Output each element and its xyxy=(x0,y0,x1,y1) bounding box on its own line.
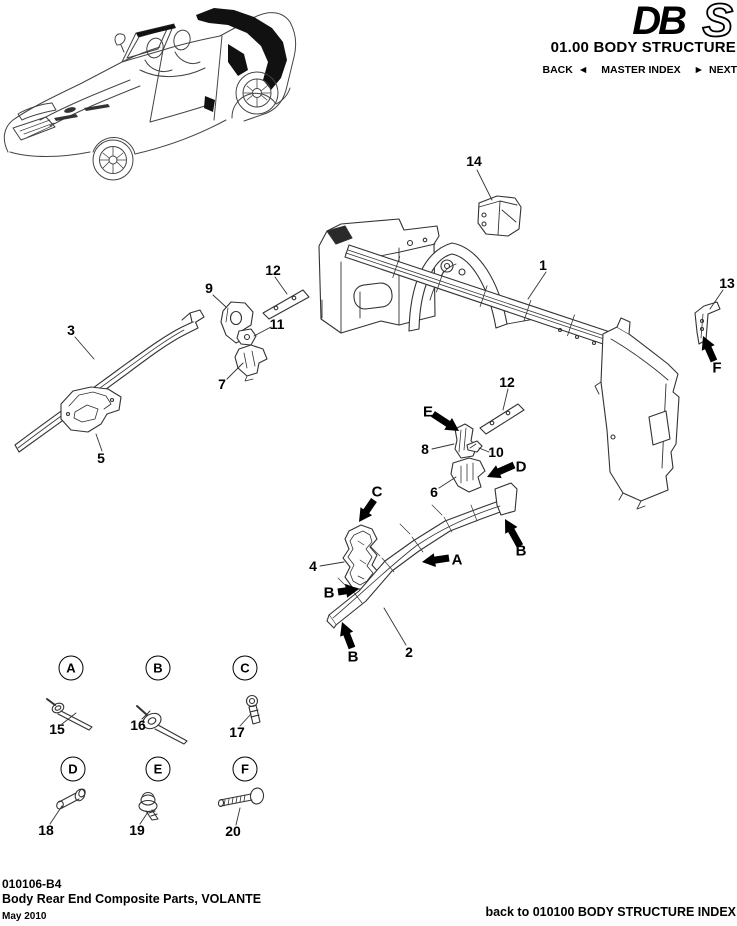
arrow-label-A: A xyxy=(451,551,463,569)
callout-12-center: 12 xyxy=(499,374,515,390)
back-label: BACK xyxy=(542,64,573,76)
arrow-label-B-right: B xyxy=(515,542,527,560)
part-12-strip-center xyxy=(479,403,525,435)
rivet-b-icon xyxy=(136,705,188,745)
callout-3: 3 xyxy=(67,322,75,338)
legend-circle-B: B xyxy=(145,655,171,681)
leader-lines xyxy=(49,169,724,826)
part-10-clip xyxy=(466,440,483,453)
document-number: 010106-B4 xyxy=(2,877,62,891)
legend-circle-C: C xyxy=(232,655,258,681)
callout-8: 8 xyxy=(421,441,429,457)
legend-circle-F: F xyxy=(232,756,258,782)
clip-c-icon xyxy=(245,694,261,725)
bolt-f-icon xyxy=(217,787,265,808)
part-3-rail xyxy=(14,309,205,453)
part-13-bracket xyxy=(694,301,721,345)
part-12-strip-left xyxy=(262,289,310,320)
arrow-F xyxy=(701,336,718,363)
legend-number-15: 15 xyxy=(49,721,65,737)
legend-circle-E: E xyxy=(145,756,171,782)
legend-number-17: 17 xyxy=(229,724,245,740)
part-5-bracket xyxy=(60,386,122,433)
callout-1: 1 xyxy=(539,257,547,273)
part-8-bracket xyxy=(454,423,478,459)
callout-13: 13 xyxy=(719,275,735,291)
part-11-clip xyxy=(236,328,257,346)
document-date: May 2010 xyxy=(2,911,47,922)
arrow-B-mid xyxy=(337,583,359,598)
arrow-A xyxy=(422,553,450,567)
dbs-logo: DB S xyxy=(632,0,734,44)
arrow-E xyxy=(431,411,459,431)
legend-circle-D: D xyxy=(60,756,86,782)
exploded-parts xyxy=(14,169,724,826)
back-to-index-link[interactable]: back to 010100 BODY STRUCTURE INDEX xyxy=(485,905,736,919)
callout-10: 10 xyxy=(488,444,504,460)
legend-circle-A: A xyxy=(58,655,84,681)
arrow-label-B-bottom: B xyxy=(347,648,359,666)
arrow-label-E: E xyxy=(422,403,434,421)
next-link[interactable]: ► NEXT xyxy=(694,64,737,76)
part-1-quarter-panel xyxy=(594,317,680,510)
back-arrow-icon: ◄ xyxy=(577,64,589,76)
master-index-label: MASTER INDEX xyxy=(601,64,681,76)
callout-14: 14 xyxy=(466,153,482,169)
callout-7: 7 xyxy=(218,376,226,392)
legend-number-20: 20 xyxy=(225,823,241,839)
arrow-label-F: F xyxy=(712,359,722,377)
arrow-label-B-mid: B xyxy=(323,584,335,602)
section-title: 01.00 BODY STRUCTURE xyxy=(550,39,736,56)
screw-e-icon xyxy=(138,791,159,821)
arrow-B-right xyxy=(505,519,524,548)
callout-11: 11 xyxy=(269,316,285,332)
arrow-D xyxy=(487,461,516,479)
callout-4: 4 xyxy=(309,558,317,574)
next-label: NEXT xyxy=(708,64,737,76)
document-title: Body Rear End Composite Parts, VOLANTE xyxy=(2,892,262,906)
fastener-arrows xyxy=(337,336,718,650)
master-index-link[interactable]: MASTER INDEX xyxy=(601,64,680,76)
logo-db-text: DB xyxy=(632,0,686,43)
back-link[interactable]: BACK ◄ xyxy=(542,64,588,76)
part-6-bracket xyxy=(450,457,486,493)
car-illustration xyxy=(3,8,297,181)
part-2-rail xyxy=(326,482,518,629)
arrow-label-D: D xyxy=(515,458,527,476)
arrow-C xyxy=(359,498,377,522)
header-nav: BACK ◄ MASTER INDEX ► NEXT xyxy=(542,64,737,76)
legend-fastener-icons xyxy=(46,694,265,821)
logo-s-text: S xyxy=(702,0,733,44)
callout-12-left: 12 xyxy=(265,262,281,278)
legend-number-18: 18 xyxy=(38,822,54,838)
rear-wheel xyxy=(235,71,279,115)
rivet-a-icon xyxy=(46,698,93,731)
part-14-box-bracket xyxy=(477,195,522,237)
legend-number-16: 16 xyxy=(130,717,146,733)
arrow-B-bottom xyxy=(340,622,356,650)
part-7-bracket xyxy=(234,344,268,382)
callout-6: 6 xyxy=(430,484,438,500)
callout-2: 2 xyxy=(405,644,413,660)
callout-5: 5 xyxy=(97,450,105,466)
callout-9: 9 xyxy=(205,280,213,296)
bolt-d-icon xyxy=(56,788,86,810)
legend-number-19: 19 xyxy=(129,822,145,838)
arrow-label-C: C xyxy=(371,483,383,501)
next-arrow-icon: ► xyxy=(693,64,704,76)
front-wheel xyxy=(92,139,134,181)
